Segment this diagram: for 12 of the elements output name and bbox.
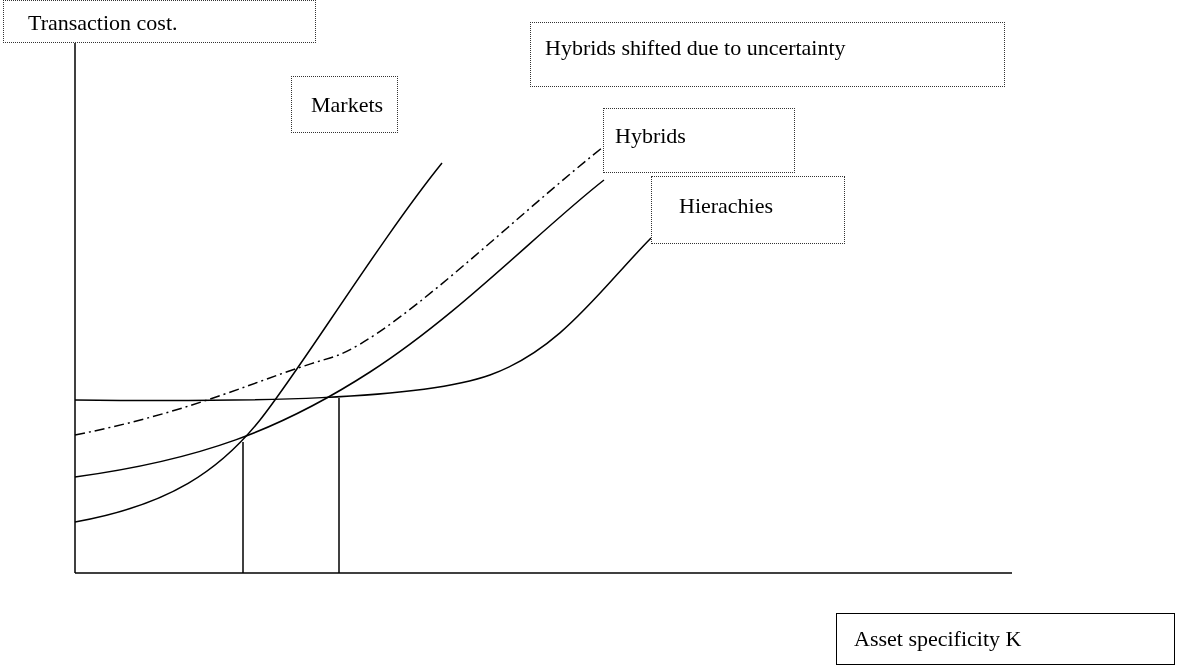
box-label: Markets — [311, 92, 384, 117]
label-box — [291, 76, 398, 133]
label-box — [836, 613, 1175, 665]
label-box — [3, 0, 316, 43]
label-box — [603, 108, 795, 173]
box-label: Transaction cost. — [28, 10, 178, 35]
label-box — [530, 22, 1005, 87]
box-label: Asset specificity K — [854, 626, 1022, 651]
label-box — [651, 176, 845, 244]
box-label: Hierachies — [679, 193, 774, 218]
box-label: Hybrids — [615, 123, 686, 148]
box-label: Hybrids shifted due to uncertainty — [545, 35, 846, 60]
